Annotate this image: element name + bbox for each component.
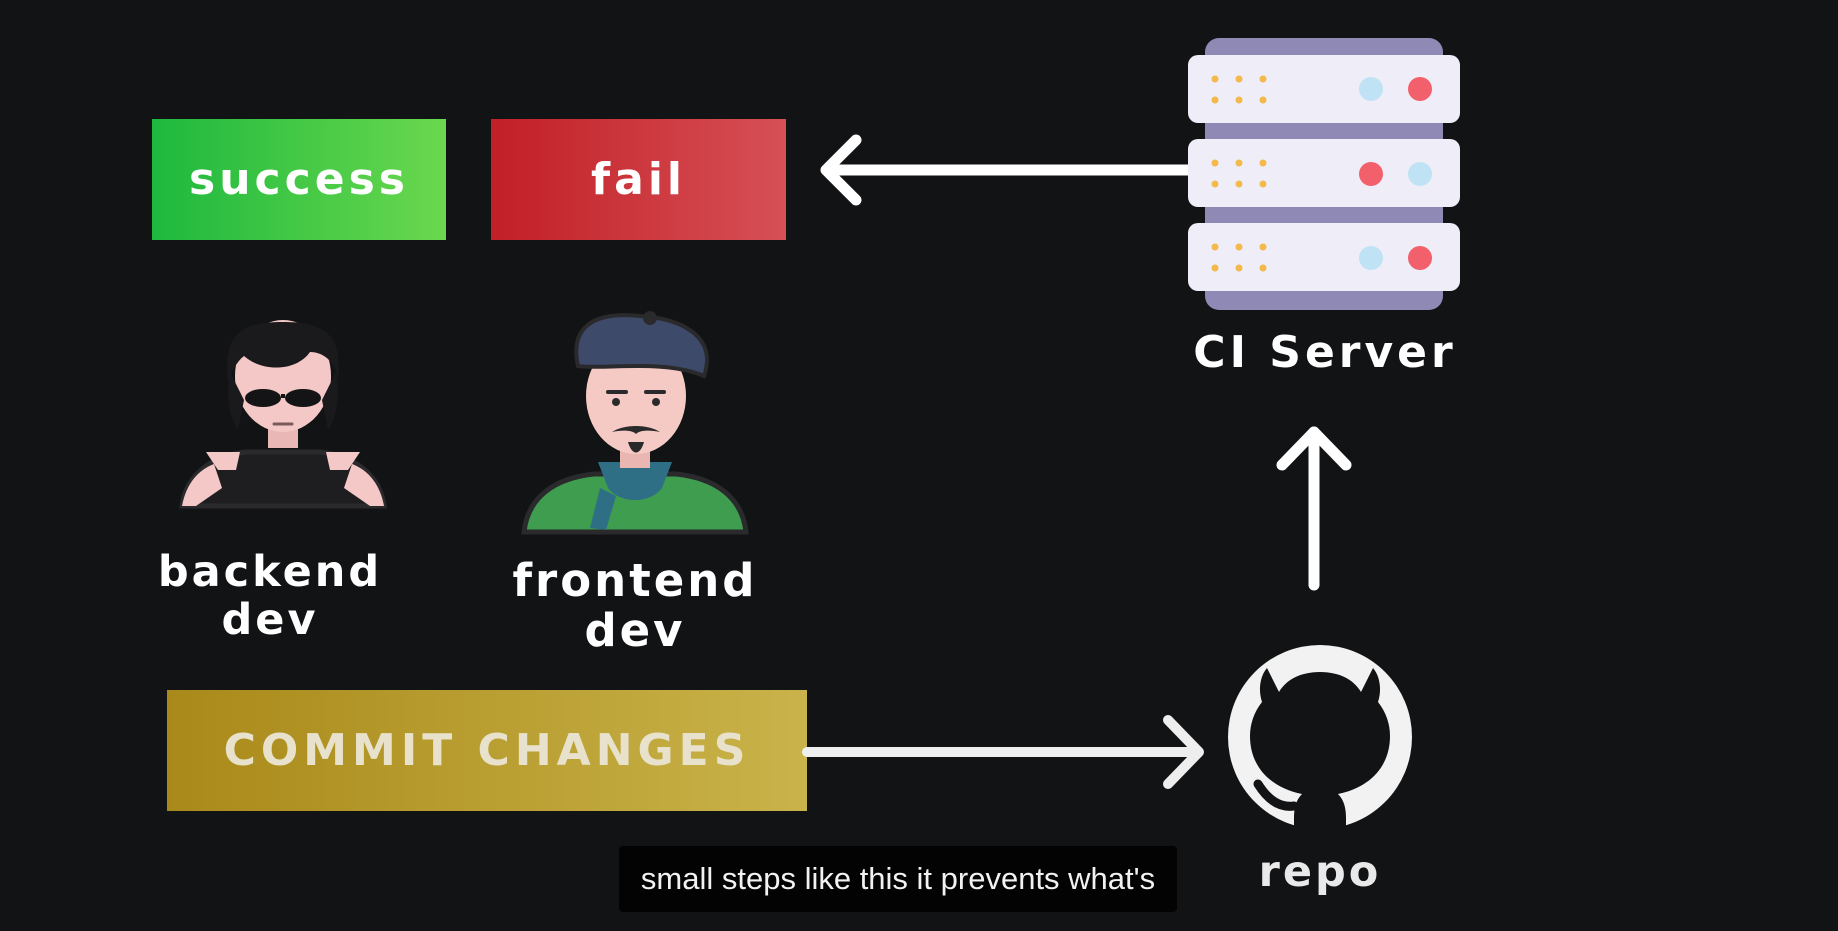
fail-label: fail — [591, 154, 686, 205]
ci-server-label: CI Server — [1193, 327, 1457, 378]
repo-label: repo — [1258, 847, 1382, 897]
arrow-repo-to-server — [1276, 426, 1352, 591]
frontend-label-line2: dev — [584, 604, 686, 658]
backend-developer-avatar-icon — [179, 320, 387, 509]
frontend-developer-avatar-icon — [521, 311, 749, 535]
github-octocat-icon — [1228, 645, 1412, 829]
frontend-label-line1: frontend — [512, 554, 758, 607]
commit-changes-box: COMMIT CHANGES — [167, 690, 807, 811]
success-label: success — [189, 154, 409, 205]
backend-label-line1: backend — [157, 547, 383, 597]
backend-label-line2: dev — [221, 595, 319, 646]
server-rack-icon — [1188, 38, 1460, 310]
frontend-dev-label: frontend dev — [510, 554, 760, 658]
backend-dev-label: backend dev — [155, 548, 385, 644]
arrow-server-to-fail — [820, 134, 1216, 206]
video-caption: small steps like this it prevents what's — [619, 846, 1177, 912]
commit-changes-label: COMMIT CHANGES — [223, 725, 751, 776]
caption-text: small steps like this it prevents what's — [640, 861, 1156, 896]
arrow-commit-to-repo — [802, 715, 1204, 789]
fail-box: fail — [491, 119, 786, 240]
success-box: success — [152, 119, 446, 240]
